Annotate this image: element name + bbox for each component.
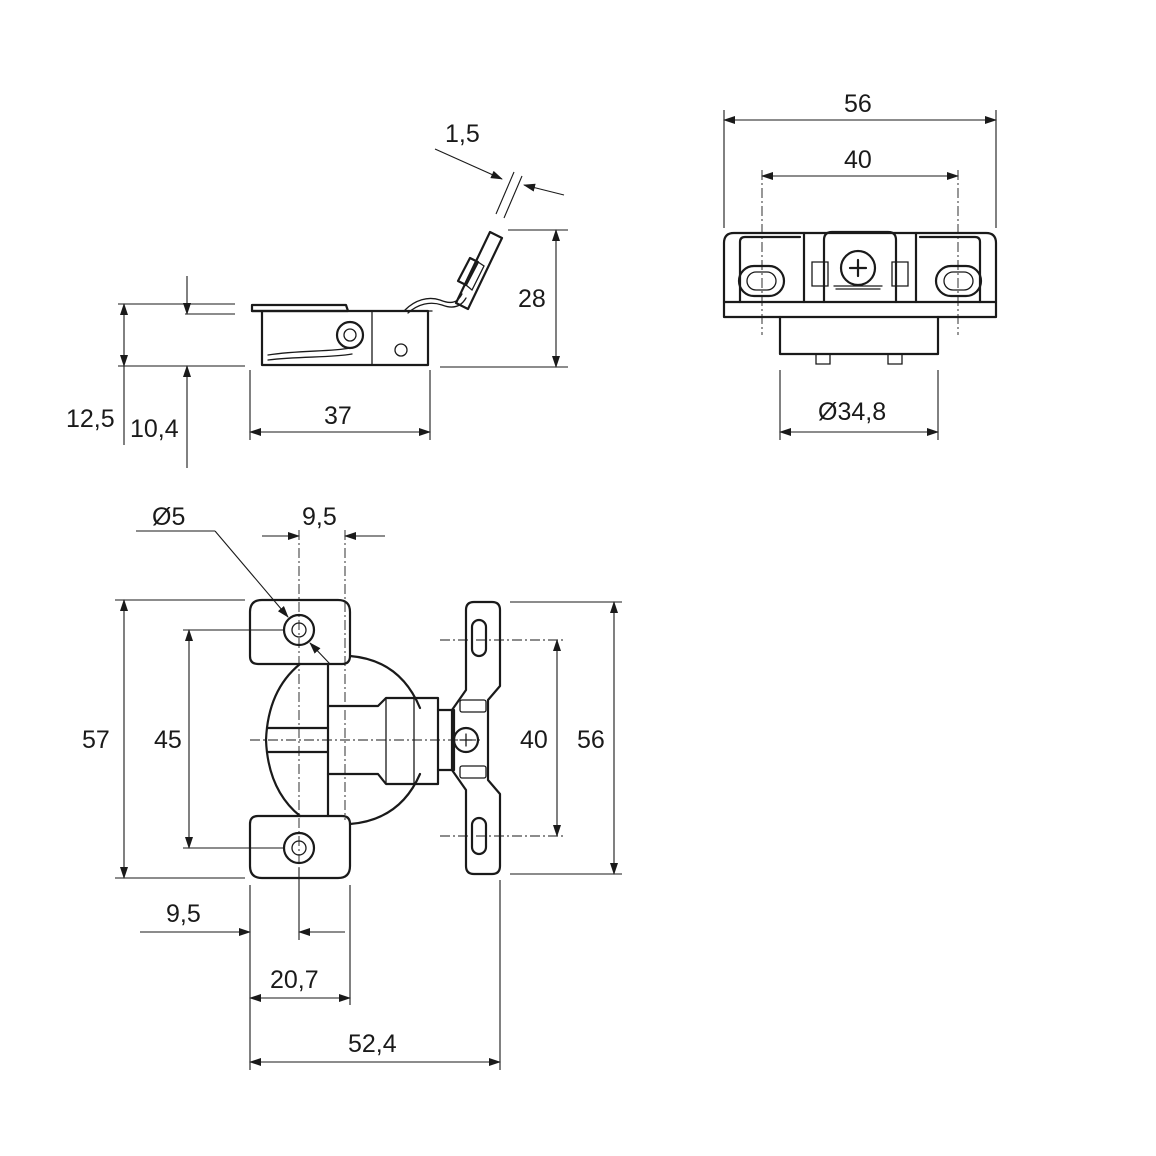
- top-view-cup-flange: [248, 598, 422, 880]
- dimension-label-52-4: 52,4: [348, 1030, 397, 1058]
- top-view: Ø5 9,5 57 45 40 56 9,5: [82, 503, 622, 1070]
- dimension-label-9-5-top: 9,5: [302, 503, 337, 531]
- dimension-9-5-top: 9,5: [262, 503, 385, 540]
- dimension-45: 45: [154, 629, 193, 849]
- dimension-57: 57: [82, 599, 128, 879]
- dimension-20-7: 20,7: [249, 966, 351, 1002]
- dimension-56-front: 56: [723, 90, 997, 124]
- dimension-label-cup-diameter: Ø34,8: [818, 398, 886, 426]
- dimension-52-4: 52,4: [249, 1030, 501, 1066]
- dimension-label-56-front: 56: [844, 90, 872, 118]
- dimension-label-20-7: 20,7: [270, 966, 319, 994]
- dimension-label-12-5: 12,5: [66, 405, 115, 433]
- side-view: 12,5 10,4 37 28 1,5: [66, 120, 568, 468]
- side-view-arm: [404, 230, 504, 314]
- dimension-40-plate: 40: [520, 639, 561, 837]
- front-view: 56 40 Ø34,8: [722, 90, 998, 440]
- top-view-mounting-plate: [450, 600, 502, 876]
- dimension-label-57: 57: [82, 726, 110, 754]
- dimension-label-45: 45: [154, 726, 182, 754]
- top-view-arm: [326, 696, 480, 786]
- dimension-label-hole-diameter: Ø5: [152, 503, 185, 531]
- dimension-label-28: 28: [518, 285, 546, 313]
- side-view-hinge-body: [250, 303, 433, 367]
- dimension-10-4: 10,4: [130, 276, 191, 468]
- dimension-label-10-4: 10,4: [130, 415, 179, 443]
- dimension-label-37: 37: [324, 402, 352, 430]
- dimension-label-56-plate: 56: [577, 726, 605, 754]
- dimension-12-5: 12,5: [66, 303, 128, 445]
- dimension-28: 28: [518, 229, 560, 368]
- front-view-cup: [778, 315, 940, 365]
- front-view-plate: [722, 230, 998, 319]
- dimension-label-1-5: 1,5: [445, 120, 480, 148]
- dimension-cup-diameter: Ø34,8: [779, 398, 939, 436]
- dimension-9-5-bottom: 9,5: [140, 900, 345, 936]
- dimension-1-5: 1,5: [434, 120, 565, 196]
- dimension-label-40-front: 40: [844, 146, 872, 174]
- dimension-label-40-plate: 40: [520, 726, 548, 754]
- dimension-37: 37: [249, 402, 431, 436]
- dimension-40-front: 40: [761, 146, 959, 180]
- dimension-hole-diameter: Ø5: [136, 503, 331, 665]
- dimension-56-plate: 56: [577, 601, 618, 875]
- dimension-label-9-5-bottom: 9,5: [166, 900, 201, 928]
